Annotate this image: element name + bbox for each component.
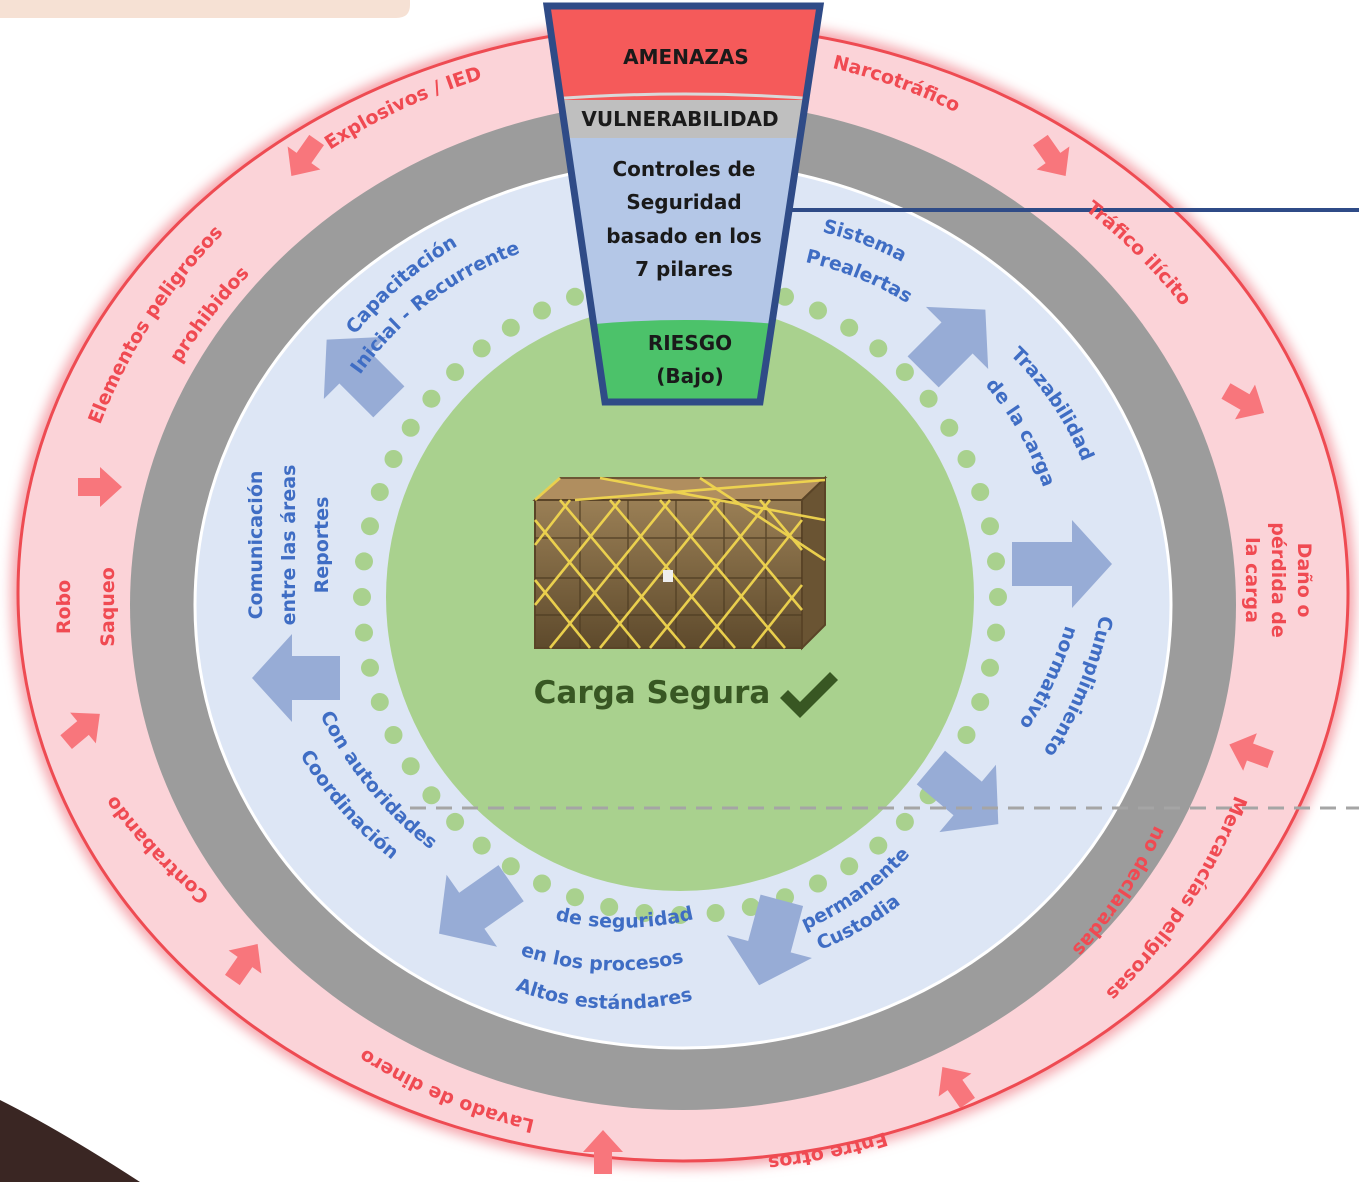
funnel-outline	[542, 2, 825, 406]
ring-dot	[501, 318, 520, 337]
risk-funnel: AMENAZAS VULNERABILIDAD Controles de Seg…	[542, 2, 825, 406]
ring-dot	[971, 483, 990, 501]
vulnerabilidad-band	[547, 100, 820, 138]
check-icon	[780, 672, 838, 718]
ring-dot	[370, 693, 389, 711]
ring-dot	[940, 418, 959, 437]
ring-dot	[446, 363, 465, 382]
arrow-down-icon	[583, 1130, 623, 1174]
ring-dot	[895, 363, 914, 382]
threat-robo-line: Robo	[53, 580, 75, 634]
ring-dot	[370, 483, 389, 501]
arrow-down-icon	[78, 467, 122, 507]
ring-dot	[501, 857, 520, 876]
arrow-icon	[916, 750, 999, 833]
ring-dot	[957, 726, 976, 744]
threat-robo: Robo Saqueo	[53, 567, 119, 647]
arrow-icon	[323, 336, 405, 418]
riesgo-line: (Bajo)	[656, 364, 724, 388]
ring-dot	[989, 588, 1007, 606]
controles-line: Controles de	[613, 157, 756, 181]
arrow-icon	[726, 894, 812, 986]
pillar-comunicacion-line: entre las áreas	[278, 465, 300, 626]
pillar-arrows	[252, 306, 1112, 986]
ring-dot	[355, 623, 373, 642]
vulnerabilidad-label: VULNERABILIDAD	[581, 107, 778, 131]
threat-dano: Daño o pérdida de la carga	[1241, 522, 1315, 638]
arrow-down-icon	[287, 134, 324, 177]
arrow-down-icon	[1229, 733, 1274, 771]
threat-arrows	[60, 134, 1274, 1174]
pillar-comunicacion: Comunicación entre las áreas Reportes	[245, 465, 333, 626]
center-label: Carga Segura	[534, 675, 771, 711]
ring-dot	[840, 857, 859, 876]
decoration-tab	[0, 0, 410, 18]
arrow-icon	[252, 634, 340, 722]
arrow-down-icon	[1033, 134, 1070, 177]
arrow-icon	[907, 306, 989, 388]
ring-dot	[533, 874, 551, 893]
pillar-comunicacion-line: Reportes	[311, 497, 333, 594]
arrow-down-icon	[60, 712, 100, 750]
ring-dot	[361, 658, 379, 677]
arrow-icon	[439, 865, 524, 947]
ring-dot	[384, 450, 403, 468]
pillar-comunicacion-line: Comunicación	[245, 471, 267, 620]
riesgo-band	[547, 320, 820, 402]
ring-dot	[446, 812, 465, 831]
ring-dot	[472, 339, 491, 358]
ring-dot	[671, 906, 689, 924]
ring-dot	[957, 450, 976, 468]
arrow-icon	[1012, 520, 1112, 608]
threat-dano-line: Daño o	[1293, 543, 1315, 618]
ring-dot	[472, 836, 491, 855]
amenazas-label: AMENAZAS	[623, 45, 749, 69]
ring-dot	[840, 318, 859, 337]
ring-dot	[981, 658, 999, 677]
ring-dot	[895, 812, 914, 831]
ring-dot	[919, 389, 938, 408]
ring-dot	[401, 757, 420, 776]
threat-dano-line: la carga	[1241, 537, 1263, 623]
threat-robo-line: Saqueo	[97, 567, 119, 647]
arrow-down-icon	[938, 1066, 975, 1109]
ring-dot	[869, 339, 888, 358]
ring-dot	[981, 517, 999, 536]
controles-line: basado en los	[606, 224, 762, 248]
arrow-down-icon	[1221, 383, 1265, 420]
ring-dot	[706, 904, 725, 922]
ring-dot	[776, 287, 794, 306]
ring-dot	[741, 898, 760, 916]
ring-dot	[869, 836, 888, 855]
threat-dano-line: pérdida de	[1267, 522, 1289, 638]
ring-dot	[355, 552, 373, 571]
ring-dot	[361, 517, 379, 536]
ring-dot	[809, 874, 827, 893]
ring-dot	[566, 287, 584, 306]
ring-dot	[422, 389, 441, 408]
ring-dot	[353, 588, 371, 606]
decoration-corner	[0, 1100, 140, 1182]
ring-dot	[566, 888, 584, 907]
riesgo-line: RIESGO	[648, 331, 732, 355]
arrow-down-icon	[225, 943, 262, 986]
ring-dot	[600, 898, 619, 916]
ring-dot	[384, 726, 403, 744]
amenazas-band	[547, 6, 820, 100]
ring-dot	[987, 552, 1005, 571]
ring-dot	[422, 786, 441, 805]
ring-dot	[971, 693, 990, 711]
ring-dot	[533, 301, 551, 320]
controles-line: Seguridad	[626, 190, 741, 214]
ring-dot	[401, 418, 420, 437]
ring-dot	[809, 301, 827, 320]
ring-dot	[635, 904, 654, 922]
controles-line: 7 pilares	[635, 257, 733, 281]
cargo-box-icon	[532, 475, 828, 651]
ring-dot	[987, 623, 1005, 642]
